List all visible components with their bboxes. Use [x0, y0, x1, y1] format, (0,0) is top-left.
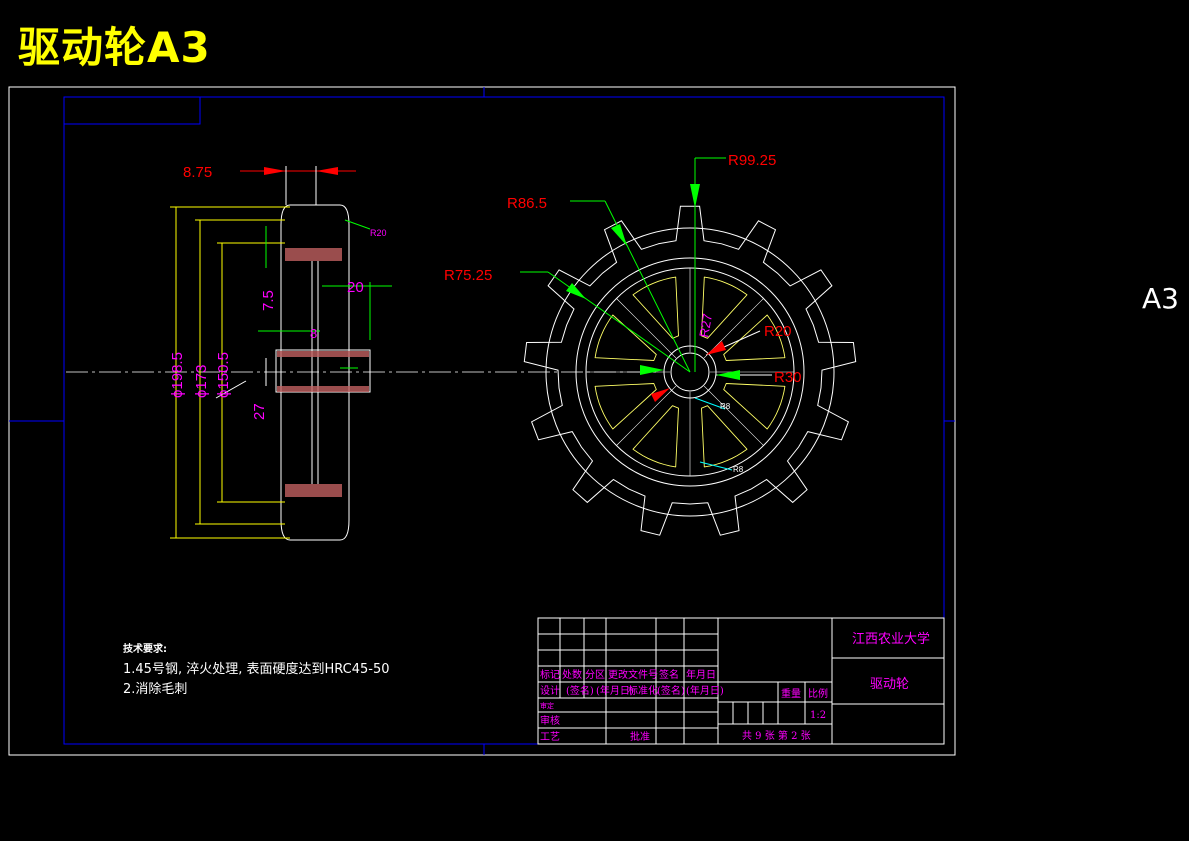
title-block-frame	[537, 617, 945, 745]
hub-circle-outer	[663, 345, 717, 399]
tb-row-process: 工艺	[540, 731, 560, 743]
spoke-slot	[632, 276, 679, 339]
dim-width-arrow-left	[264, 167, 286, 175]
sprocket-outline	[523, 205, 857, 536]
rim-outline	[280, 204, 350, 541]
leader-bore	[215, 380, 247, 399]
hub-hatch-top	[277, 351, 369, 357]
dim-mid-dia-text: ϕ173	[193, 365, 210, 398]
spoke-slot	[701, 405, 748, 468]
corner-box	[63, 96, 201, 125]
spoke-slot	[701, 276, 748, 339]
leader-r86-arrow	[611, 224, 627, 246]
dim-r75-text: R75.25	[444, 267, 492, 284]
dim-inner-dia-text: ϕ150.5	[215, 352, 232, 398]
leader-r30-arrow	[716, 370, 740, 380]
tb-part-name: 驱动轮	[870, 677, 909, 692]
spoke-centerline	[703, 385, 764, 446]
hub-circle-inner	[670, 352, 710, 392]
leader-r75-arrow	[566, 283, 586, 299]
title-block	[537, 617, 945, 745]
leader-r8b	[699, 461, 733, 471]
hub-hatch-bottom	[277, 386, 369, 392]
inner-border	[63, 96, 945, 745]
tb-scale-value: 1:2	[810, 710, 826, 721]
tb-h-3: 更改文件号	[608, 668, 658, 681]
spoke-slots	[586, 268, 794, 476]
tb-d-5: (年月日)	[686, 684, 724, 697]
spoke-centerline	[616, 385, 677, 446]
spoke-slot	[723, 383, 786, 430]
spoke-slot	[632, 405, 679, 468]
dim-r20-small-text: R20	[370, 228, 387, 238]
tb-row-check: 审核	[540, 714, 560, 727]
tb-approve: 批准	[630, 730, 650, 743]
notes-line-2: 2.消除毛刺	[123, 682, 187, 697]
side-view: 8.75 R20 7.5 20 8 ϕ198.5 ϕ173 ϕ150.5 27	[169, 164, 392, 541]
rim-circle-outer	[545, 227, 835, 517]
spoke-slot	[594, 383, 657, 430]
dim-r86-text: R86.5	[507, 195, 547, 212]
dim-20-text: 20	[347, 279, 364, 296]
notes-line-1: 1.45号钢, 淬火处理, 表面硬度达到HRC45-50	[123, 661, 390, 677]
dim-outer-dia-text: ϕ198.5	[169, 352, 186, 398]
dim-bore-text: 27	[251, 403, 268, 420]
dim-8-text: 8	[310, 326, 317, 341]
tb-university: 江西农业大学	[852, 631, 930, 647]
sheet-size-label: A3	[1142, 282, 1179, 315]
leader-r99-arrow	[690, 184, 700, 208]
technical-notes: 技术要求: 1.45号钢, 淬火处理, 表面硬度达到HRC45-50 2.消除毛…	[123, 642, 390, 697]
dim-width-text: 8.75	[183, 164, 212, 181]
dim-r20-hub-text: R20	[764, 323, 792, 340]
tb-scale-label: 比例	[808, 687, 828, 700]
dim-7-5-text: 7.5	[260, 290, 277, 311]
hatch-bottom	[285, 484, 342, 497]
tb-h-2: 分区	[585, 669, 605, 681]
tb-d-3: 标准化	[628, 684, 658, 697]
dim-r27-text: R27	[696, 312, 715, 338]
leader-r8a	[694, 397, 726, 410]
tb-h-5: 年月日	[686, 668, 716, 681]
leader-r20-hub-arrow2	[651, 388, 670, 402]
tb-h-0: 标记	[540, 669, 560, 681]
hatch-top	[285, 248, 342, 261]
leader-r20-hub-arrow	[706, 341, 726, 355]
title-block-text: 标记 处数 分区 更改文件号 签名 年月日 设计 (签名) (年月日) 标准化 …	[540, 631, 930, 743]
tb-row-extra: 审定	[540, 701, 554, 710]
front-view: R99.25 R86.5 R75.25 R27 R20 R30 R8 R8	[444, 152, 857, 536]
tb-d-1: (签名)	[566, 684, 594, 697]
tb-h-4: 签名	[659, 668, 679, 681]
tb-weight-label: 重量	[781, 687, 801, 700]
leader-r30-arrow-left	[640, 365, 664, 375]
leader-r20	[344, 219, 371, 230]
tb-h-1: 处数	[562, 668, 582, 681]
tb-d-4: (签名)	[657, 684, 685, 697]
dim-r30-text: R30	[774, 369, 802, 386]
tb-d-2: (年月日)	[596, 684, 634, 697]
dim-r8a-text: R8	[720, 402, 731, 411]
dim-r8b-text: R8	[733, 465, 744, 474]
spoke-centerline	[616, 298, 677, 359]
tb-d-0: 设计	[540, 684, 560, 697]
dim-r99-text: R99.25	[728, 152, 776, 169]
notes-header: 技术要求:	[123, 642, 167, 655]
rim-circle-inner	[575, 257, 805, 487]
page-title: 驱动轮A3	[18, 23, 211, 72]
tb-sheet-count: 共 9 张 第 2 张	[742, 729, 811, 742]
dim-width-arrow-right	[316, 167, 338, 175]
spoke-slot	[594, 314, 657, 361]
spoke-slot	[723, 314, 786, 361]
